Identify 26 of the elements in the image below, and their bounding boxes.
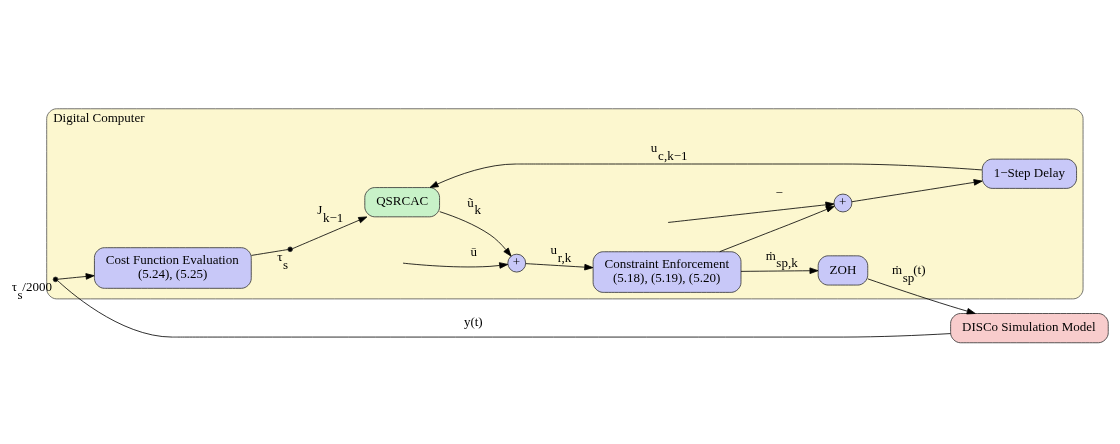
node-box: Constraint Enforcement (5.18), (5.19), (5.20) bbox=[592, 250, 742, 293]
arrow bbox=[292, 216, 368, 249]
arrow bbox=[525, 262, 594, 270]
node-box: DISCo Simulation Model bbox=[950, 312, 1109, 343]
edge-label: y(t) bbox=[463, 313, 483, 329]
arrow bbox=[851, 178, 983, 202]
arrow bbox=[402, 261, 509, 269]
node-box: QSRCAC bbox=[364, 186, 440, 217]
connector bbox=[57, 279, 951, 337]
node-switch bbox=[52, 276, 59, 282]
node-circle: + bbox=[507, 253, 527, 272]
arrow bbox=[667, 201, 835, 223]
arrow bbox=[429, 163, 983, 188]
arrow bbox=[740, 267, 819, 274]
node-box: Cost Function Evaluation (5.24), (5.25) bbox=[94, 246, 252, 289]
connector bbox=[251, 248, 289, 256]
arrow bbox=[439, 210, 512, 257]
arrow bbox=[57, 272, 95, 280]
node-box: 1−Step Delay bbox=[981, 158, 1077, 189]
node-box: ZOH bbox=[817, 254, 869, 285]
node-circle: + bbox=[833, 193, 853, 212]
edge-label: ū bbox=[470, 243, 477, 259]
edge-label: − bbox=[775, 184, 783, 200]
node-switch bbox=[287, 246, 293, 252]
arrow bbox=[719, 201, 835, 252]
arrow bbox=[867, 277, 976, 314]
